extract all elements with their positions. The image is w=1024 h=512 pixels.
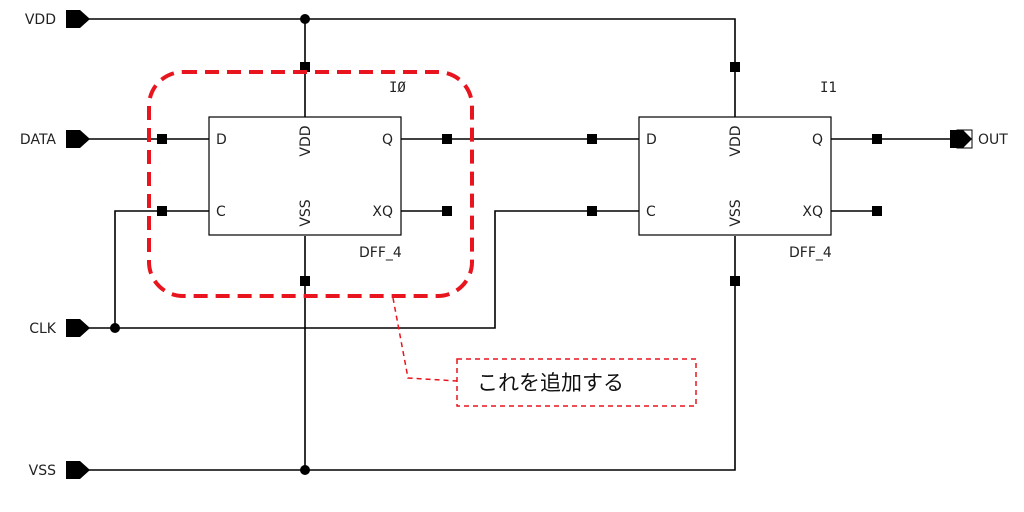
i0-vss-pin-marker — [300, 276, 310, 286]
output-port-frame — [956, 129, 973, 149]
junctions — [110, 14, 310, 475]
pin-markers — [157, 62, 882, 286]
vdd-net-wire — [88, 18, 736, 138]
annotation-note-text: これを追加する — [477, 371, 624, 395]
i0-vdd-pin-marker — [300, 62, 310, 72]
i0-pin-xq-label: XQ — [372, 204, 393, 220]
clk-port[interactable]: CLK — [29, 319, 90, 337]
annotation-callout: これを追加する — [147, 70, 697, 407]
vss-net-wire — [88, 236, 736, 471]
dff-instance-i0[interactable]: D C Q XQ VDD VSS IØ DFF_4 — [208, 80, 406, 261]
data-port[interactable]: DATA — [20, 130, 90, 148]
i1-q-pin-marker — [872, 134, 882, 144]
vss-junction-dot — [300, 465, 310, 475]
i0-pin-c-label: C — [216, 204, 226, 220]
vss-port[interactable]: VSS — [29, 461, 90, 479]
out-port-label: OUT — [978, 132, 1008, 148]
i1-pin-c-label: C — [646, 204, 656, 220]
annotation-highlight-outline — [147, 70, 474, 298]
vdd-port-label: VDD — [25, 12, 56, 28]
vdd-junction-dot — [300, 14, 310, 24]
i0-pin-vss-label: VSS — [298, 199, 314, 226]
output-port-icon — [950, 130, 972, 148]
i0-q-pin-marker — [442, 134, 452, 144]
i1-cell-name: DFF_4 — [789, 245, 832, 261]
annotation-leader-line — [392, 297, 458, 382]
ports: VDD DATA CLK VSS OUT — [20, 10, 1008, 479]
i0-instance-name: IØ — [389, 80, 406, 96]
i0-pin-q-label: Q — [382, 132, 393, 148]
i1-vdd-pin-marker — [730, 62, 740, 72]
dff-block-i1 — [638, 116, 832, 236]
i0-d-pin-marker — [157, 134, 167, 144]
i0-pin-vdd-label: VDD — [298, 125, 314, 156]
i1-pin-vdd-label: VDD — [728, 125, 744, 156]
i1-pin-vss-label: VSS — [728, 199, 744, 226]
i1-pin-xq-label: XQ — [802, 204, 823, 220]
vdd-port[interactable]: VDD — [25, 10, 90, 28]
i1-pin-q-label: Q — [812, 132, 823, 148]
input-port-icon — [66, 319, 90, 337]
i0-cell-name: DFF_4 — [359, 245, 402, 261]
i1-instance-name: I1 — [820, 80, 837, 96]
i0-xq-pin-marker — [442, 206, 452, 216]
annotation-note-box — [456, 358, 697, 407]
i1-vss-pin-marker — [730, 276, 740, 286]
input-port-icon — [66, 130, 90, 148]
input-port-icon — [66, 10, 90, 28]
i1-d-pin-marker — [587, 134, 597, 144]
dff-block-i0 — [208, 116, 402, 236]
vss-port-label: VSS — [29, 463, 56, 479]
i1-c-pin-marker — [587, 206, 597, 216]
i1-xq-pin-marker — [872, 206, 882, 216]
input-port-icon — [66, 461, 90, 479]
data-port-label: DATA — [20, 132, 56, 148]
clk-port-label: CLK — [29, 321, 57, 337]
dff-instance-i1[interactable]: D C Q XQ VDD VSS I1 DFF_4 — [638, 80, 837, 261]
i1-pin-d-label: D — [646, 132, 657, 148]
i0-c-pin-marker — [157, 206, 167, 216]
out-port[interactable]: OUT — [950, 129, 1008, 149]
clk-junction-dot — [110, 323, 120, 333]
clk-net-wire — [88, 210, 639, 329]
i0-pin-d-label: D — [216, 132, 227, 148]
